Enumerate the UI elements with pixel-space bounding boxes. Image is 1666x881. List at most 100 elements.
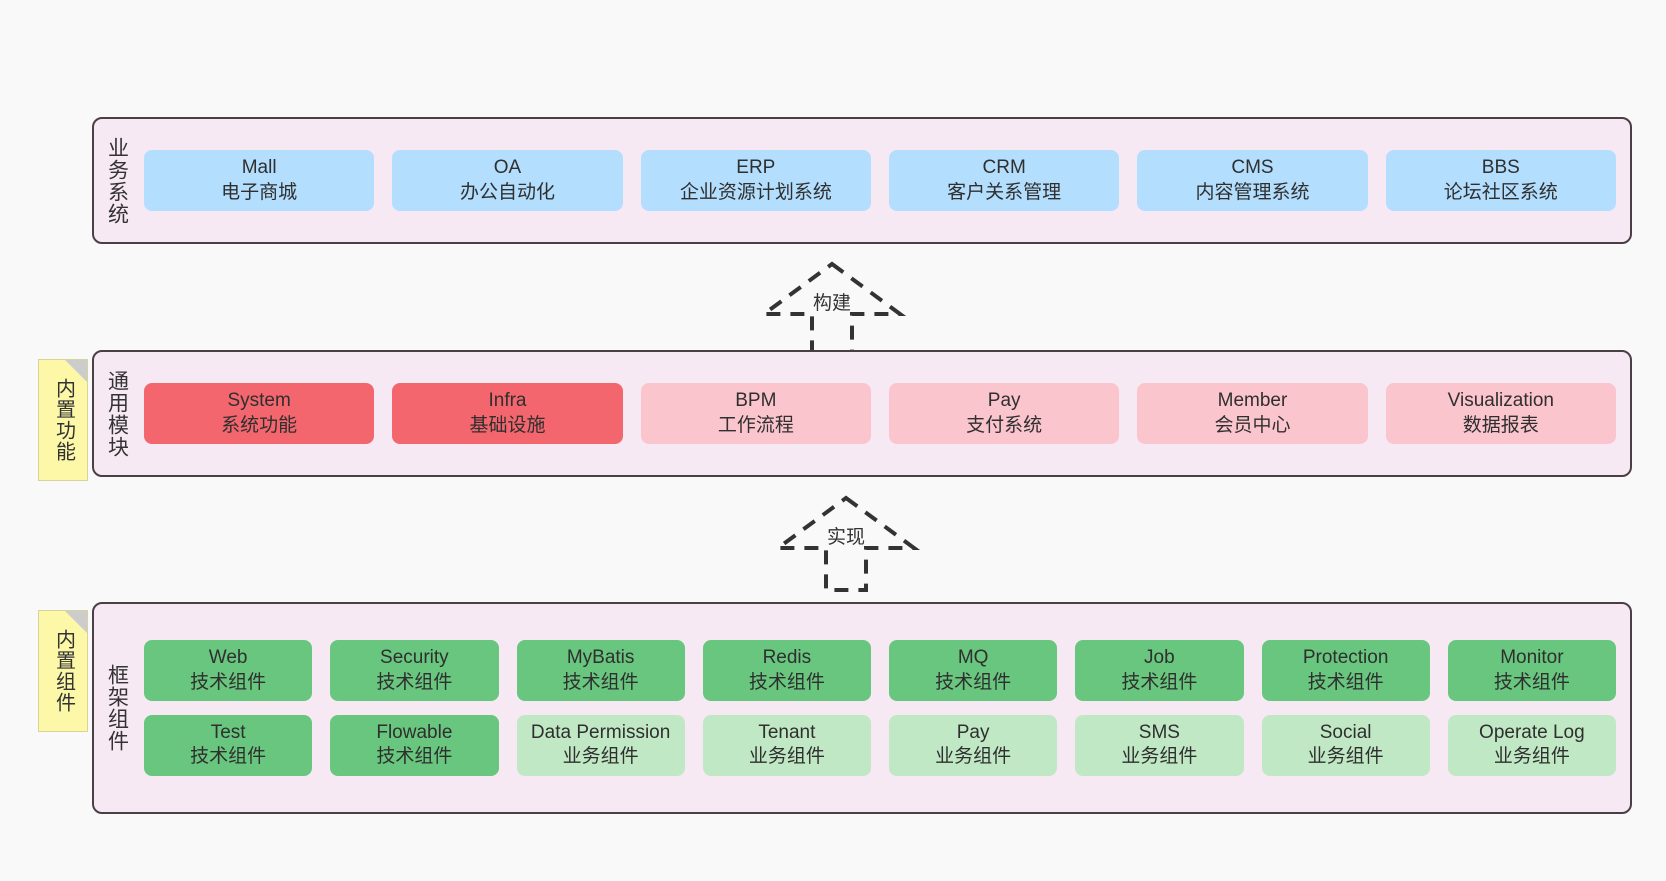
card-title-cn: 技术组件	[190, 746, 267, 768]
card-title-cn: 业务组件	[1121, 746, 1198, 768]
card-title-cn: 办公自动化	[459, 181, 555, 203]
card-title-en: Job	[1144, 647, 1175, 669]
card-title-en: Web	[208, 647, 248, 669]
folded-corner-icon	[65, 611, 87, 633]
card-title-cn: 基础设施	[469, 414, 546, 436]
card-title-cn: 论坛社区系统	[1443, 181, 1558, 203]
sticky-note-builtin-component-label: 内置组件	[52, 629, 75, 713]
card-social[interactable]: Social 业务组件	[1261, 715, 1430, 776]
card-title-cn: 业务组件	[562, 746, 639, 768]
card-title-en: MQ	[957, 647, 989, 669]
card-title-en: MyBatis	[566, 647, 635, 669]
card-title-en: Monitor	[1500, 647, 1564, 669]
card-sms[interactable]: SMS 业务组件	[1075, 715, 1244, 776]
card-data-permission[interactable]: Data Permission 业务组件	[516, 715, 685, 776]
common-module-layer-title: 通用模块	[105, 369, 129, 458]
card-title-cn: 技术组件	[376, 671, 453, 693]
card-flowable[interactable]: Flowable 技术组件	[330, 715, 499, 776]
card-title-en: CMS	[1231, 157, 1274, 179]
card-title-cn: 业务组件	[1307, 746, 1384, 768]
card-title-cn: 电子商城	[221, 181, 298, 203]
folded-corner-icon	[65, 360, 87, 382]
card-title-cn: 客户关系管理	[947, 181, 1062, 203]
card-title-en: Visualization	[1447, 390, 1554, 412]
card-title-en: Mall	[241, 157, 277, 179]
card-title-en: Pay	[956, 722, 990, 743]
card-title-en: CRM	[982, 157, 1026, 179]
card-title-en: Social	[1319, 722, 1372, 743]
card-operate-log[interactable]: Operate Log 业务组件	[1447, 715, 1616, 776]
sticky-note-builtin-function: 内置功能	[38, 359, 88, 481]
card-title-cn: 技术组件	[562, 671, 639, 693]
card-title-cn: 技术组件	[935, 671, 1012, 693]
card-title-cn: 会员中心	[1214, 414, 1291, 436]
card-title-cn: 内容管理系统	[1195, 181, 1310, 203]
card-title-en: SMS	[1138, 722, 1180, 743]
card-title-en: Operate Log	[1479, 722, 1585, 743]
card-title-cn: 业务组件	[1493, 746, 1570, 768]
card-pay[interactable]: Pay 业务组件	[889, 715, 1058, 776]
card-title-cn: 企业资源计划系统	[679, 181, 832, 203]
hollow-arrow-shape	[771, 495, 921, 592]
sticky-note-builtin-function-label: 内置功能	[52, 378, 75, 462]
connector-build-label: 构建	[812, 293, 852, 314]
card-title-cn: 技术组件	[376, 746, 453, 768]
card-title-en: BBS	[1481, 157, 1520, 179]
card-title-cn: 技术组件	[1307, 671, 1384, 693]
card-title-en: System	[227, 390, 291, 412]
card-title-en: Pay	[987, 390, 1021, 412]
sticky-note-builtin-component: 内置组件	[38, 610, 88, 732]
card-title-cn: 技术组件	[748, 671, 825, 693]
card-title-en: Data Permission	[530, 722, 671, 743]
card-title-en: ERP	[736, 157, 776, 179]
card-title-cn: 业务组件	[748, 746, 825, 768]
card-title-en: Flowable	[376, 722, 453, 743]
card-title-en: Tenant	[758, 722, 816, 743]
card-title-cn: 技术组件	[1493, 671, 1570, 693]
card-title-cn: 工作流程	[717, 414, 794, 436]
card-title-cn: 支付系统	[966, 414, 1043, 436]
card-title-en: Protection	[1302, 647, 1389, 669]
connector-implement: 实现	[766, 492, 926, 592]
card-title-cn: 系统功能	[221, 414, 298, 436]
card-title-en: Infra	[488, 390, 527, 412]
card-title-en: Redis	[762, 647, 812, 669]
card-title-en: Member	[1217, 390, 1288, 412]
card-title-cn: 业务组件	[935, 746, 1012, 768]
business-system-layer-title: 业务系统	[105, 136, 129, 225]
framework-component-layer-title: 框架组件	[105, 664, 129, 752]
card-title-cn: 数据报表	[1462, 414, 1539, 436]
card-title-en: BPM	[735, 390, 777, 412]
card-title-cn: 技术组件	[190, 671, 267, 693]
card-tenant[interactable]: Tenant 业务组件	[702, 715, 871, 776]
